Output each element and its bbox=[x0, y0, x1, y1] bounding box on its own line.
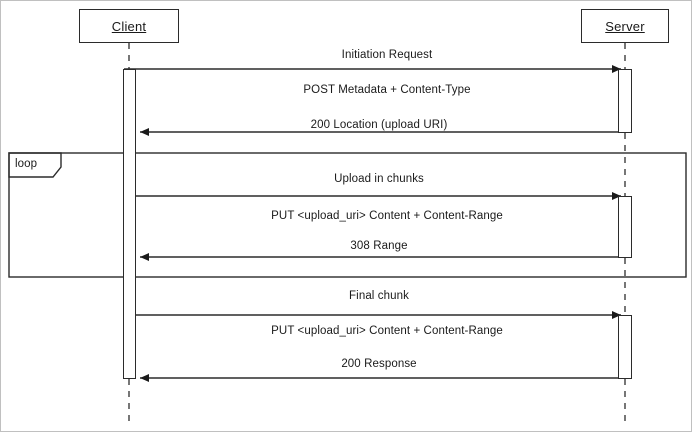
message-label-put-chunk: PUT <upload_uri> Content + Content-Range bbox=[271, 210, 503, 222]
client-activation-bar bbox=[123, 69, 136, 379]
participant-label-server: Server bbox=[605, 18, 645, 34]
participant-label-client: Client bbox=[111, 18, 147, 34]
section-header-initiation: Initiation Request bbox=[341, 49, 433, 61]
participant-box-server[interactable]: Server bbox=[581, 9, 669, 43]
message-label-200-location: 200 Location (upload URI) bbox=[310, 119, 448, 131]
message-label-200-response: 200 Response bbox=[341, 358, 417, 370]
message-label-308-range: 308 Range bbox=[350, 240, 408, 252]
loop-fragment-operator-label: loop bbox=[15, 158, 38, 170]
participant-box-client[interactable]: Client bbox=[79, 9, 179, 43]
section-header-final-chunk: Final chunk bbox=[349, 290, 409, 302]
message-label-post-metadata: POST Metadata + Content-Type bbox=[303, 84, 471, 96]
loop-fragment-outline bbox=[8, 152, 687, 278]
server-activation-bar-3 bbox=[618, 315, 632, 379]
message-label-put-final: PUT <upload_uri> Content + Content-Range bbox=[271, 325, 503, 337]
server-activation-bar-2 bbox=[618, 196, 632, 258]
section-header-upload-chunks: Upload in chunks bbox=[334, 173, 424, 185]
server-activation-bar-1 bbox=[618, 69, 632, 133]
